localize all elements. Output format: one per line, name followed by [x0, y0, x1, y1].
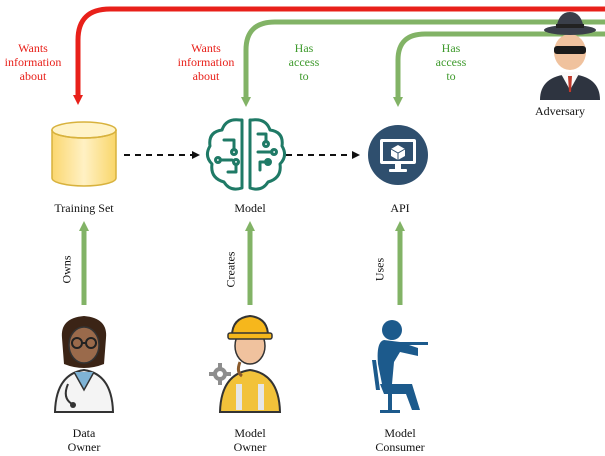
training-set-label: Training Set: [54, 201, 114, 215]
wants-info-1-line-3: about: [19, 69, 47, 83]
training-set-cylinder-icon: [51, 121, 117, 187]
has-access-1-line-3: to: [299, 69, 309, 83]
api-label: API: [390, 201, 410, 215]
has-access-1-line-1: Has: [294, 41, 314, 55]
creates-label: Creates: [223, 251, 238, 288]
model-consumer-label: Model Consumer: [350, 426, 450, 454]
adversary-spy-icon: [540, 12, 600, 100]
wants-info-note-training: Wants information about: [0, 41, 66, 83]
wants-info-1-line-2: information: [4, 55, 62, 69]
model-consumer-label-line-1: Model: [384, 426, 416, 440]
uses-label: Uses: [372, 257, 387, 282]
model-consumer-laptop-icon: [372, 320, 428, 413]
wants-info-1-line-1: Wants: [18, 41, 48, 55]
model-consumer-label-line-2: Consumer: [375, 440, 425, 454]
model-owner-label: Model Owner: [200, 426, 300, 454]
wants-info-2-line-2: information: [177, 55, 235, 69]
has-access-2-line-2: access: [435, 55, 467, 69]
model-label: Model: [234, 201, 266, 215]
wants-info-arrow-training: [73, 6, 605, 105]
has-access-1-line-2: access: [288, 55, 320, 69]
wants-info-2-line-1: Wants: [191, 41, 221, 55]
model-owner-label-line-1: Model: [234, 426, 266, 440]
data-owner-doctor-icon: [53, 316, 115, 413]
has-access-note-model: Has access to: [282, 41, 326, 83]
model-owner-engineer-icon: [209, 314, 282, 413]
api-monitor-icon: [368, 125, 428, 185]
model-brain-circuit-icon: [205, 118, 287, 191]
adversary-label: Adversary: [535, 104, 585, 118]
data-owner-label: Data Owner: [34, 426, 134, 454]
has-access-arrow-model: [241, 19, 605, 107]
wants-info-note-model: Wants information about: [168, 41, 244, 83]
has-access-2-line-1: Has: [441, 41, 461, 55]
model-owner-label-line-2: Owner: [233, 440, 267, 454]
data-owner-label-line-1: Data: [72, 426, 96, 440]
data-owner-label-line-2: Owner: [67, 440, 101, 454]
has-access-note-api: Has access to: [428, 41, 474, 83]
has-access-2-line-3: to: [446, 69, 456, 83]
wants-info-2-line-3: about: [192, 69, 220, 83]
owns-label: Owns: [59, 255, 74, 284]
has-access-arrow-api: [393, 31, 605, 107]
